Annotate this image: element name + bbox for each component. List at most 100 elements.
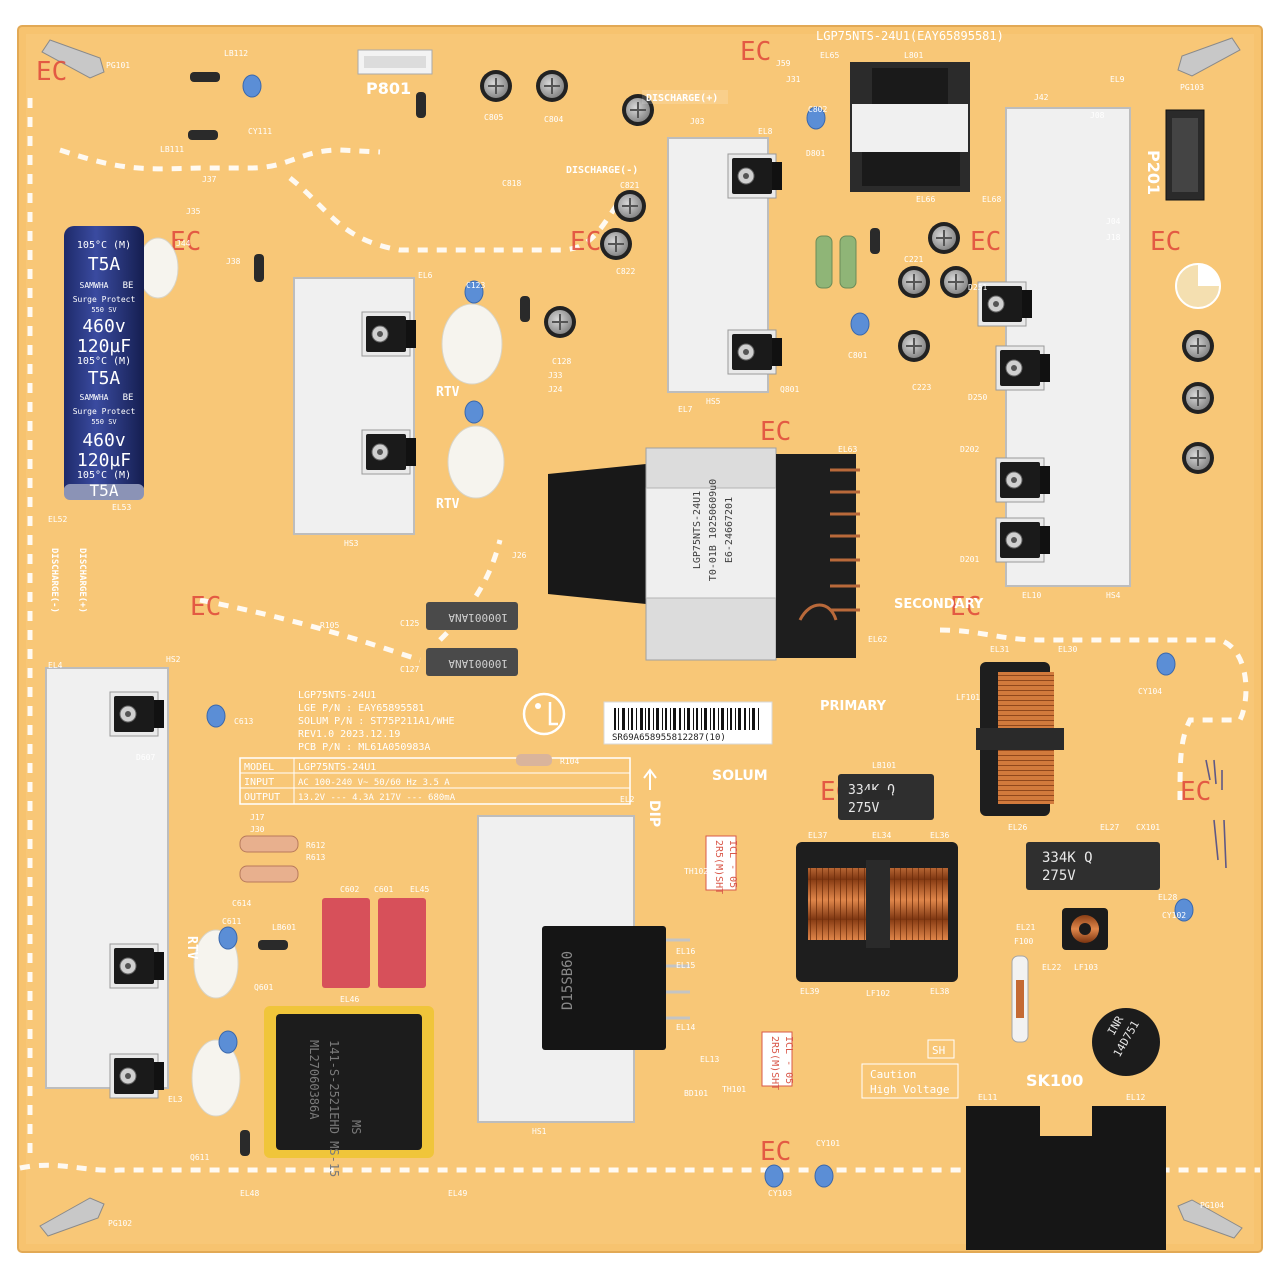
silkscreen-label: P201 <box>1144 150 1163 195</box>
silkscreen-label: T5A <box>88 368 121 389</box>
silkscreen-label: Q601 <box>254 983 273 992</box>
mosfet <box>361 429 417 475</box>
silkscreen-label: EL31 <box>990 645 1009 654</box>
silkscreen-label: PG103 <box>1180 83 1204 92</box>
silkscreen-label: SOLUM P/N : ST75P211A1/WHE <box>298 716 455 727</box>
silkscreen-label: C614 <box>232 899 251 908</box>
silkscreen-label: LB101 <box>872 761 896 770</box>
silkscreen-label: EC <box>760 417 791 447</box>
silkscreen-label: CY103 <box>768 1189 792 1198</box>
y-capacitor <box>242 74 262 98</box>
silkscreen-label: RTV <box>184 936 199 960</box>
silkscreen-label: Q611 <box>190 1153 209 1162</box>
silkscreen-label: EC <box>950 592 981 622</box>
silkscreen-label: Caution <box>870 1068 916 1081</box>
fuse <box>1011 955 1029 1043</box>
silkscreen-label: D250 <box>968 393 987 402</box>
silkscreen-label: T5A <box>88 254 121 275</box>
silkscreen-label: C802 <box>808 105 827 114</box>
ec-mark: EC <box>36 57 67 87</box>
silkscreen-label: EL6 <box>418 271 433 280</box>
silkscreen-label: BE <box>123 393 134 403</box>
discharge-minus-label: DISCHARGE(-) <box>566 165 638 176</box>
silkscreen-label: J35 <box>186 207 201 216</box>
silkscreen-label: EL16 <box>676 947 695 956</box>
connector-p801 <box>357 49 433 75</box>
silkscreen-label: 13.2V --- 4.3A 217V --- 680mA <box>298 793 456 803</box>
silkscreen-label: J30 <box>250 825 265 834</box>
silkscreen-label: R105 <box>320 621 339 630</box>
silkscreen-label: D607 <box>136 753 155 762</box>
silkscreen-label: EL2 <box>620 795 635 804</box>
silkscreen-label: EL39 <box>800 987 819 996</box>
discharge-plus-label: DISCHARGE(+) <box>646 93 718 104</box>
silkscreen-label: Surge Protect <box>73 407 136 416</box>
silkscreen-label: ML27060386A <box>307 1040 321 1120</box>
silkscreen-label: EL63 <box>838 445 857 454</box>
silkscreen-label: T5A <box>90 481 119 500</box>
silkscreen-label: J38 <box>226 257 241 266</box>
silkscreen-label: R104 <box>560 757 579 766</box>
silkscreen-label: EL22 <box>1042 963 1061 972</box>
silkscreen-label: EL9 <box>1110 75 1125 84</box>
silkscreen-label: MODEL <box>244 762 274 773</box>
silkscreen-label: ICL - 05 <box>783 1036 794 1084</box>
silkscreen-label: EL48 <box>240 1189 259 1198</box>
silkscreen-label: C221 <box>904 255 923 264</box>
silkscreen-label: HS4 <box>1106 591 1121 600</box>
silkscreen-label: DIP <box>646 800 662 827</box>
corner-clip <box>39 37 1243 1239</box>
silkscreen-label: J37 <box>202 175 217 184</box>
small-inductor <box>1062 908 1108 950</box>
silkscreen-label: TH101 <box>722 1085 746 1094</box>
silkscreen-label: J18 <box>1106 233 1121 242</box>
model-rating-table: MODEL LGP75NTS-24U1 INPUT AC 100-240 V~ … <box>239 757 631 805</box>
silkscreen-label: LB111 <box>160 145 184 154</box>
silkscreen-label: EC <box>570 227 601 257</box>
silkscreen-label: 105°C (M) <box>77 356 131 367</box>
silkscreen-label: PG102 <box>108 1219 132 1228</box>
silkscreen-label: INPUT <box>244 777 274 788</box>
silkscreen-label: J31 <box>786 75 801 84</box>
silkscreen-label: C602 <box>340 885 359 894</box>
icl-label: ICL - 05 2R5(M)SHT ICL - 05 2R5(M)SHT <box>705 835 794 1090</box>
silkscreen-label: LB601 <box>272 923 296 932</box>
silkscreen-label: REV1.0 2023.12.19 <box>298 729 400 740</box>
silkscreen-label: ICL - 05 <box>727 840 738 888</box>
silkscreen-label: C123 <box>466 281 485 290</box>
silkscreen-label: EL46 <box>340 995 359 1004</box>
silkscreen-label: C818 <box>502 179 521 188</box>
silkscreen-label: J42 <box>1034 93 1049 102</box>
silkscreen-label: D202 <box>960 445 979 454</box>
silkscreen-label: SK100 <box>1026 1071 1083 1090</box>
silkscreen-label: EL13 <box>700 1055 719 1064</box>
silkscreen-label: RTV <box>436 385 460 400</box>
silkscreen-label: C805 <box>484 113 503 122</box>
silkscreen-label: J44 <box>176 239 191 248</box>
silkscreen-label: C127 <box>400 665 419 674</box>
silkscreen-label: EL11 <box>978 1093 997 1102</box>
silkscreen-label: C611 <box>222 917 241 926</box>
silkscreen-label: 141-S-2521EHD MS-15 <box>327 1040 341 1177</box>
silkscreen-label: CX101 <box>1136 823 1160 832</box>
silkscreen-label: EL15 <box>676 961 695 970</box>
silkscreen-label: 120µF <box>77 336 131 357</box>
silkscreen-label: D15SB60 <box>560 951 576 1010</box>
silkscreen-label: EL4 <box>48 661 63 670</box>
silkscreen-label: J33 <box>548 371 563 380</box>
silkscreen-label: LB112 <box>224 49 248 58</box>
resistor <box>239 235 857 883</box>
silkscreen-label: J17 <box>250 813 265 822</box>
silkscreen-label: D251 <box>968 283 987 292</box>
common-mode-choke <box>796 842 958 982</box>
primary-zone-label: PRIMARY <box>820 699 887 714</box>
silkscreen-label: C125 <box>400 619 419 628</box>
silkscreen-label: J26 <box>512 551 527 560</box>
solum-logo-text: SOLUM <box>712 768 768 784</box>
silkscreen-label: LF102 <box>866 989 890 998</box>
silkscreen-label: 105°C (M) <box>77 240 131 251</box>
silkscreen-label: R613 <box>306 853 325 862</box>
silkscreen-label: C821 <box>620 181 639 190</box>
silkscreen-label: 120µF <box>77 450 131 471</box>
silkscreen-label: DISCHARGE(+) <box>77 548 87 613</box>
